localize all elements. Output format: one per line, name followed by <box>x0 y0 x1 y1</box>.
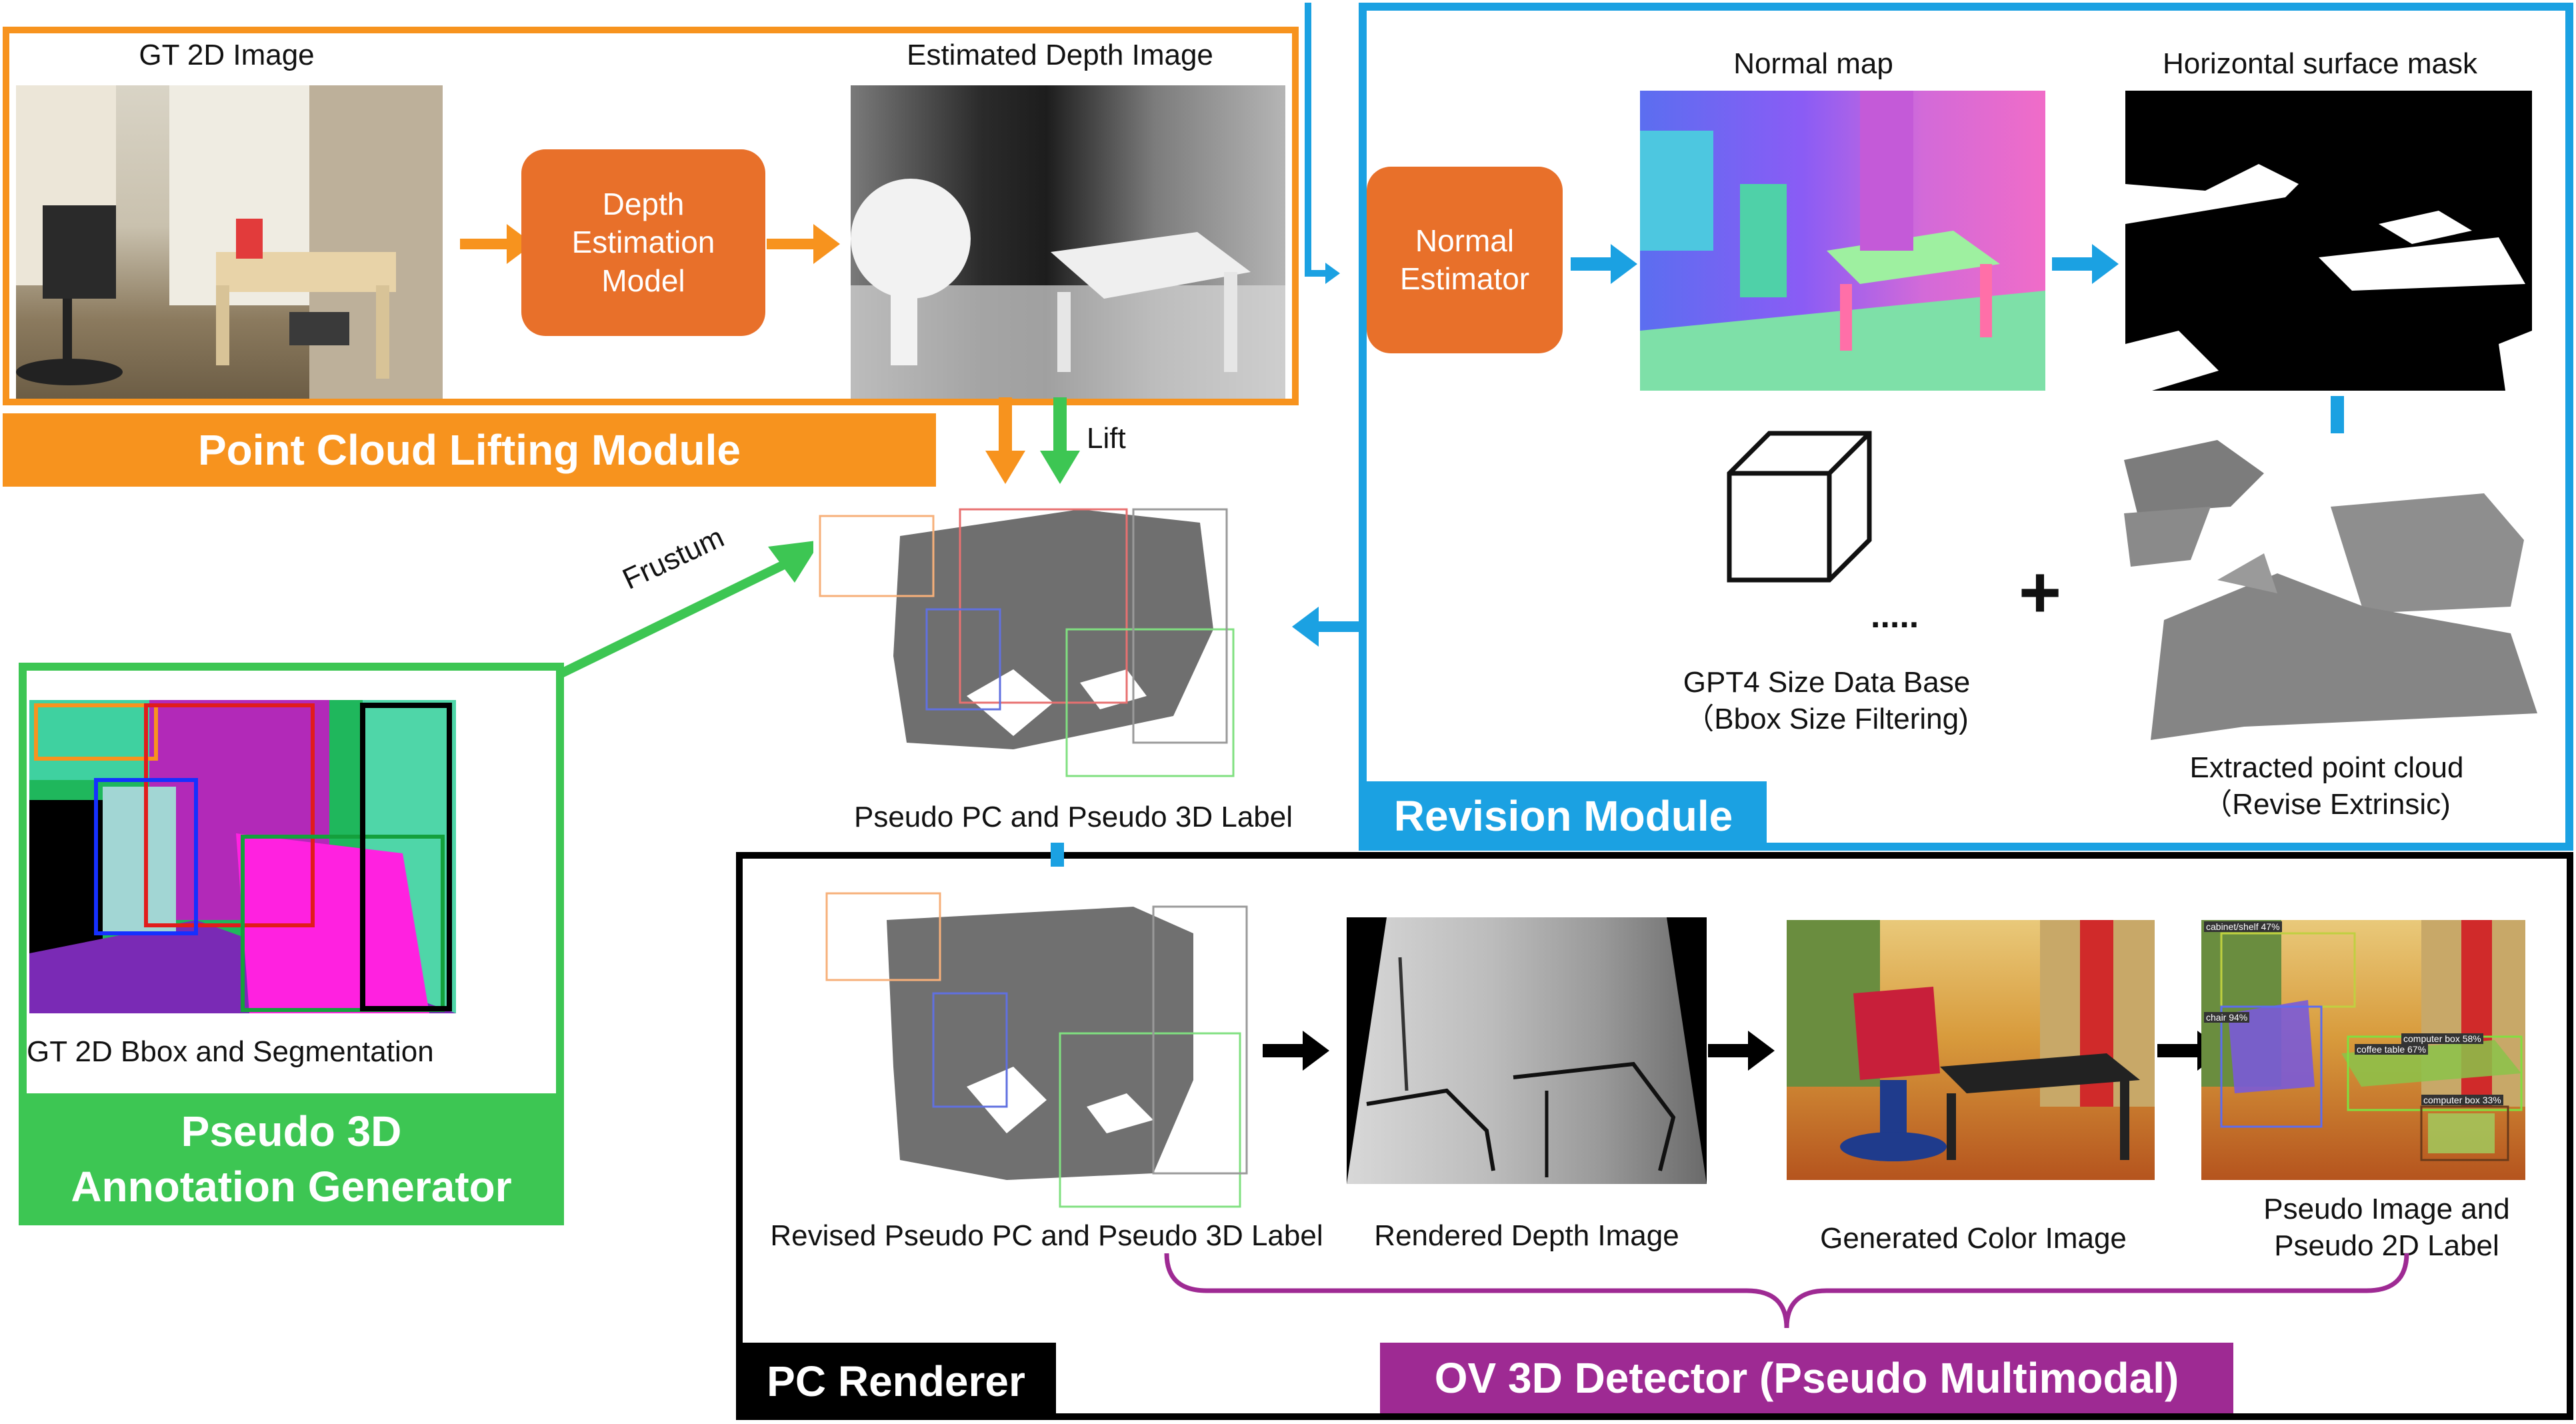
detection-label: coffee table 67% <box>2355 1044 2429 1055</box>
revision-module-title: Revision Module <box>1360 781 1767 851</box>
arrow-right-orange <box>460 224 533 264</box>
point-cloud-lifting-frame <box>3 27 1299 405</box>
blue-routing-line <box>1305 3 1340 284</box>
gt-image-label: GT 2D Image <box>139 39 315 71</box>
gpt4-size-database-label: GPT4 Size Data Base （Bbox Size Filtering… <box>1683 666 1971 735</box>
point-cloud-lifting-title: Point Cloud Lifting Module <box>3 413 936 487</box>
normal-map-image <box>1640 91 2045 391</box>
arrow-right-black <box>1263 1031 1329 1071</box>
revised-pseudo-pc-label: Revised Pseudo PC and Pseudo 3D Label <box>770 1219 1323 1252</box>
revised-pseudo-pc-image <box>820 867 1287 1213</box>
estimated-depth-label: Estimated Depth Image <box>907 39 1213 71</box>
ellipsis-text: ..... <box>1871 597 1919 635</box>
arrow-right-black <box>1708 1031 1775 1071</box>
rendered-depth-label: Rendered Depth Image <box>1374 1219 1679 1252</box>
gt-2d-image <box>16 85 443 399</box>
estimated-depth-image <box>851 85 1285 399</box>
pc-renderer-frame <box>736 852 2573 1420</box>
purple-brace <box>1164 1253 2409 1329</box>
detection-label: computer box 58% <box>2401 1033 2483 1044</box>
detection-label: chair 94% <box>2204 1012 2250 1023</box>
lift-label: Lift <box>1087 422 1126 455</box>
arrow-right-blue <box>2052 244 2119 284</box>
arrow-left-blue <box>1292 607 1359 647</box>
ov-detector-title: OV 3D Detector (Pseudo Multimodal) <box>1380 1343 2233 1413</box>
arrow-down-green <box>1040 397 1080 484</box>
normal-map-label: Normal map <box>1733 47 1893 80</box>
generated-color-image <box>1787 920 2155 1180</box>
pseudo-image-with-2d-labels: cabinet/shelf 47% computer box 58% chair… <box>2201 920 2525 1180</box>
plus-sign: + <box>2018 551 2062 633</box>
depth-estimation-model-box: Depth Estimation Model <box>521 149 765 336</box>
extracted-point-cloud-label: Extracted point cloud （Revise Extrinsic) <box>2189 751 2464 821</box>
arrow-right-blue <box>1571 244 1637 284</box>
rendered-depth-image <box>1347 917 1707 1184</box>
cube-icon <box>1727 431 1872 583</box>
arrow-down-orange <box>985 397 1025 484</box>
pc-renderer-title: PC Renderer <box>736 1343 1056 1420</box>
surface-mask-label: Horizontal surface mask <box>2163 47 2477 80</box>
pseudo-pc-label: Pseudo PC and Pseudo 3D Label <box>853 801 1293 833</box>
annotation-generator-title: Pseudo 3D Annotation Generator <box>19 1093 564 1225</box>
generated-color-label: Generated Color Image <box>1820 1222 2127 1255</box>
gt-bbox-segmentation-label: GT 2D Bbox and Segmentation <box>27 1035 434 1068</box>
frustum-arrow <box>559 540 821 678</box>
gt-segmentation-image <box>29 700 456 1013</box>
arrow-right-orange <box>767 224 840 264</box>
pseudo-pc-image <box>813 496 1280 783</box>
extracted-point-cloud-image <box>2111 433 2544 745</box>
horizontal-surface-mask-image <box>2125 91 2532 391</box>
detection-label: cabinet/shelf 47% <box>2204 921 2282 932</box>
normal-estimator-box: Normal Estimator <box>1367 167 1563 353</box>
detection-label: computer box 33% <box>2421 1095 2503 1105</box>
pseudo-image-label: Pseudo Image and Pseudo 2D Label <box>2263 1193 2510 1262</box>
